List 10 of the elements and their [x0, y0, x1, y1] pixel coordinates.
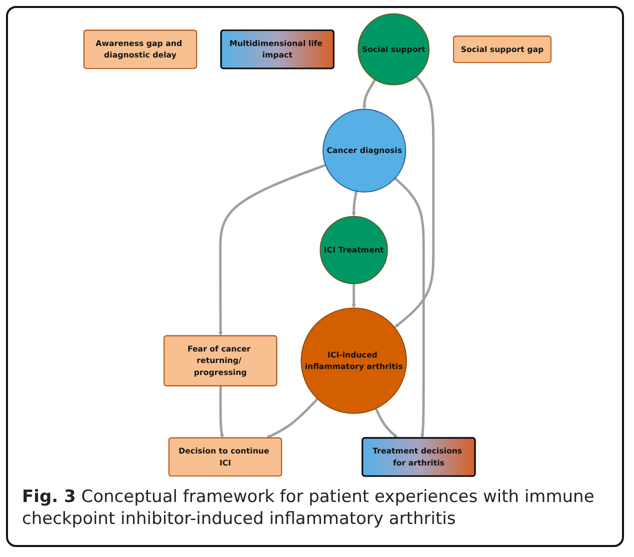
arrow	[394, 76, 434, 328]
arrow	[351, 284, 356, 308]
arrow	[218, 164, 326, 336]
arrow	[374, 408, 398, 438]
arrow	[351, 190, 358, 217]
figure-caption: Fig. 3 Conceptual framework for patient experiences with immune checkpoint inhibitor-induced inflammatory arthritis	[22, 487, 594, 529]
arrow	[266, 398, 318, 438]
arrow	[218, 386, 224, 438]
arrow	[394, 177, 424, 438]
arrow	[362, 78, 376, 110]
